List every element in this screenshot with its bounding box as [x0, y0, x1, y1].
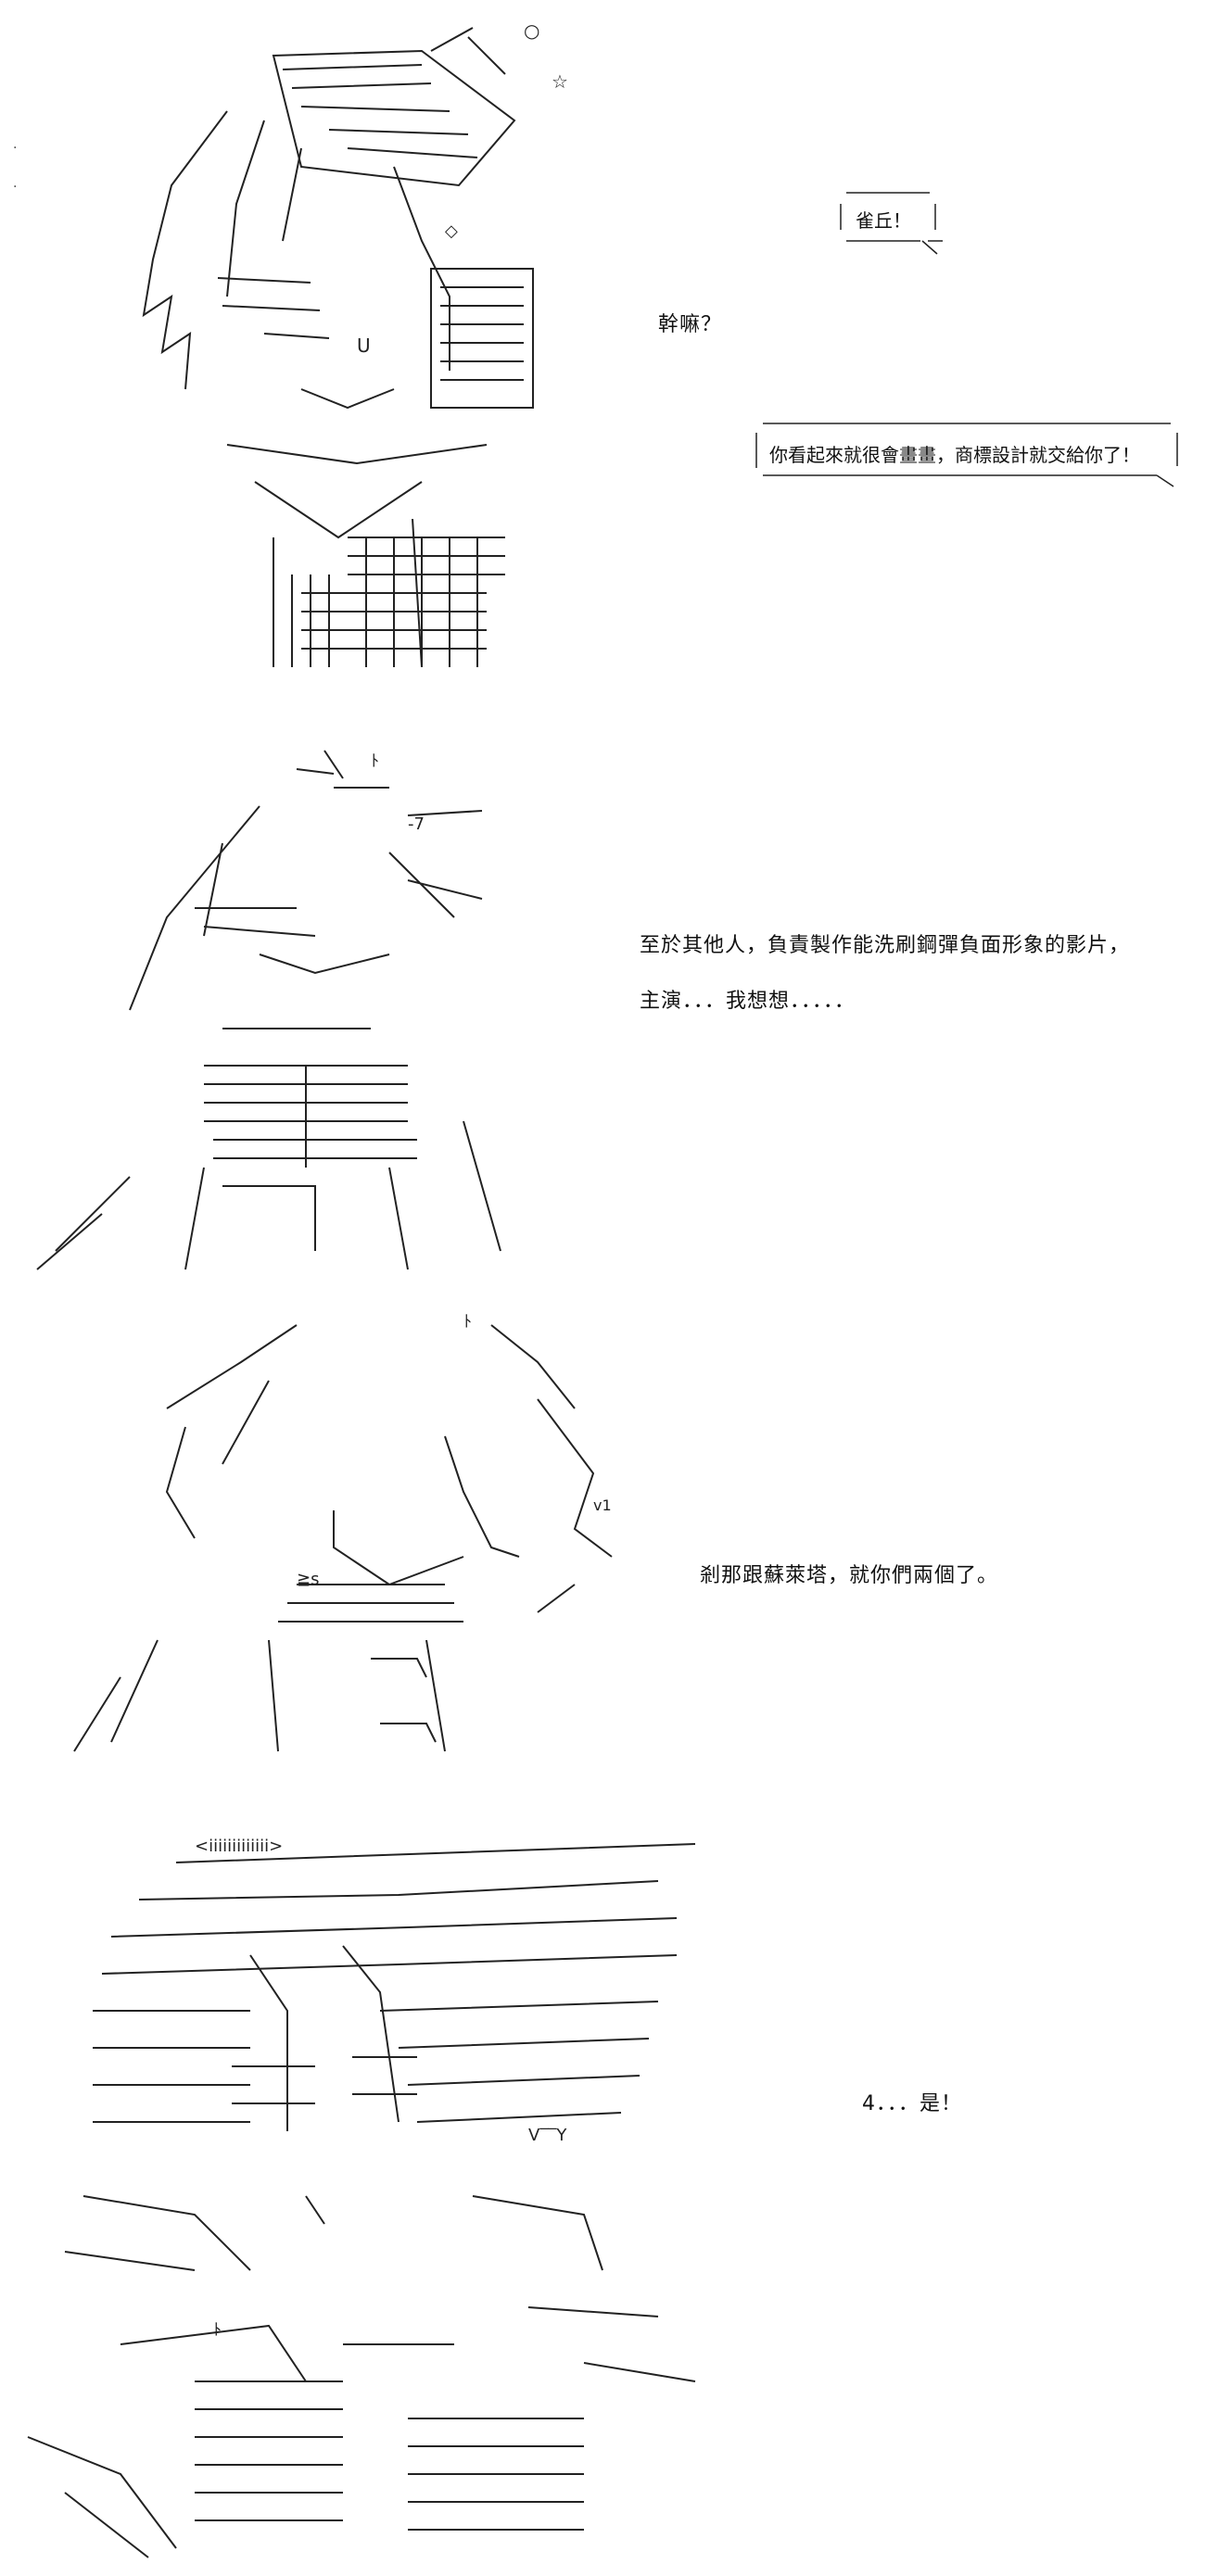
- panel-2: ﾄ -7 至於其他人，負責製作能洗刷鋼彈負面形象的影片， 主演．．．我想想．．．…: [0, 723, 1205, 1297]
- bubble-text: 你看起來就很會畫畫，商標設計就交給你了！: [769, 444, 1140, 466]
- ascii-art-crowd-bowing: <iiiiiiiiiiiii> V‾‾Y ﾄ: [9, 1825, 732, 2567]
- dialogue-line: 幹嘛？: [658, 313, 723, 336]
- svg-text:-7: -7: [408, 814, 425, 834]
- ascii-art-character-with-cap: ○ ☆ U ◇: [116, 19, 579, 686]
- svg-text:◇: ◇: [445, 221, 458, 241]
- svg-text:U: U: [357, 335, 371, 357]
- svg-text:☆: ☆: [552, 70, 568, 93]
- dialogue-line: 4．．．是！: [862, 2092, 962, 2115]
- dialogue-line: 剎那跟蘇萊塔，就你們兩個了。: [700, 1564, 999, 1587]
- svg-text:v1: v1: [593, 1496, 612, 1514]
- svg-text:≧s: ≧s: [297, 1570, 319, 1589]
- svg-text:○: ○: [524, 19, 539, 42]
- svg-text:ﾄ: ﾄ: [463, 1312, 472, 1332]
- speech-bubble-suzaku: 雀丘！: [828, 176, 948, 259]
- dialogue-line: 至於其他人，負責製作能洗刷鋼彈負面形象的影片，: [640, 934, 1131, 957]
- margin-dot: .: [13, 137, 18, 152]
- svg-text:ﾄ: ﾄ: [371, 751, 379, 771]
- ascii-art-side-profile: ﾄ v1 ≧s: [56, 1307, 630, 1798]
- svg-text:<iiiiiiiiiiiii>: <iiiiiiiiiiiii>: [195, 1837, 283, 1856]
- svg-text:V‾‾Y: V‾‾Y: [528, 2126, 567, 2145]
- speech-bubble-logo-request: 你看起來就很會畫畫，商標設計就交給你了！: [749, 412, 1185, 491]
- panel-4: <iiiiiiiiiiiii> V‾‾Y ﾄ 4．．．是！: [0, 1816, 1205, 2576]
- ascii-art-hooded-figure: ﾄ -7: [19, 732, 538, 1279]
- bubble-text: 雀丘！: [856, 209, 911, 232]
- panel-1: ○ ☆ U ◇ 雀丘！ 幹嘛？ 你看起來就很會畫畫，商標設計就交給你了！: [0, 0, 1205, 704]
- margin-dot: .: [13, 176, 18, 191]
- panel-3: ﾄ v1 ≧s 剎那跟蘇萊塔，就你們兩個了。: [0, 1297, 1205, 1816]
- svg-text:ﾄ: ﾄ: [213, 2320, 222, 2340]
- dialogue-line: 主演．．．我想想．．．．．: [640, 990, 856, 1013]
